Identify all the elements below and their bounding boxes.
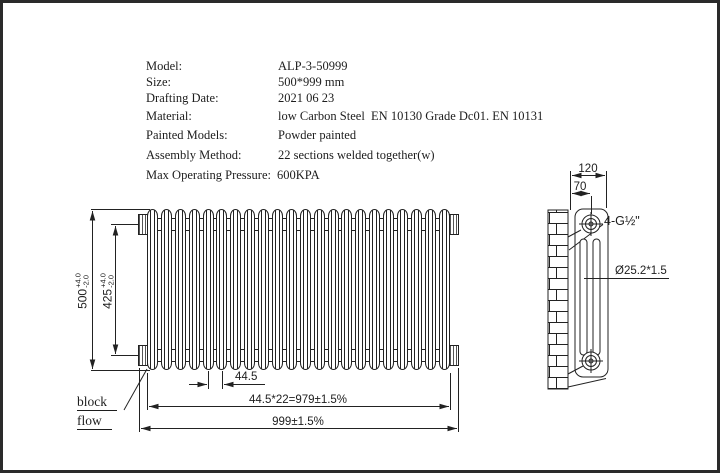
dimension-sections-total: 44.5*22=979±1.5% <box>248 394 348 406</box>
radiator-section <box>202 209 214 370</box>
spec-value: 22 sections welded together(w) <box>278 148 435 162</box>
spec-label: Painted Models: <box>146 128 228 142</box>
spec-label: Assembly Method: <box>146 148 242 162</box>
spec-label: Drafting Date: <box>146 91 219 105</box>
radiator-section <box>188 209 200 370</box>
radiator-section <box>299 209 311 370</box>
spec-value: low Carbon Steel EN 10130 Grade Dc01. EN… <box>278 109 544 123</box>
radiator-sections <box>147 209 450 370</box>
spec-label: Material: <box>146 109 192 123</box>
dimension-section-width: 44.5 <box>235 371 258 383</box>
spec-label: Size: <box>146 75 171 89</box>
connection-plug-top-left <box>138 214 148 235</box>
spec-row-material: Material: low Carbon Steel EN 10130 Grad… <box>146 110 543 123</box>
top-header-tube <box>147 218 450 231</box>
label-tube-spec: Ø25.2*1.5 <box>615 265 667 277</box>
label-connection-thread: 4-G½" <box>604 214 640 228</box>
connection-plug-bottom-right <box>449 345 459 366</box>
dimension-pitch-height: 425 +4.0 -2.0 <box>98 273 116 309</box>
spec-value: 2021 06 23 <box>278 91 335 105</box>
spec-value: 600KPA <box>276 168 320 182</box>
radiator-section <box>410 209 422 370</box>
spec-row-size: Size: 500*999 mm <box>146 76 344 89</box>
radiator-section <box>272 209 284 370</box>
radiator-section <box>369 209 381 370</box>
label-flow: flow <box>77 414 112 430</box>
radiator-section <box>397 209 409 370</box>
radiator-section <box>285 209 297 370</box>
spec-value: Powder painted <box>278 128 357 142</box>
dimension-overall-height: 500 +4.0 -2.0 <box>73 273 91 309</box>
dimension-overall-width: 999±1.5% <box>272 416 324 428</box>
spec-row-painted-models: Painted Models: Powder painted <box>146 129 356 142</box>
radiator-section <box>424 209 436 370</box>
spec-row-drafting-date: Drafting Date: 2021 06 23 <box>146 92 334 105</box>
radiator-section <box>341 209 353 370</box>
spec-label: Max Operating Pressure: <box>146 168 271 182</box>
radiator-section <box>383 209 395 370</box>
spec-label: Model: <box>146 59 183 73</box>
radiator-section <box>160 209 172 370</box>
spec-row-assembly-method: Assembly Method: 22 sections welded toge… <box>146 149 435 162</box>
radiator-section <box>244 209 256 370</box>
bottom-header-tube <box>147 349 450 362</box>
label-block: block <box>77 395 117 411</box>
boss-top <box>579 212 603 236</box>
radiator-section <box>147 209 158 370</box>
radiator-section <box>258 209 270 370</box>
radiator-section <box>313 209 325 370</box>
dimension-wall-to-pipe: 70 <box>573 181 587 193</box>
spec-value: ALP-3-50999 <box>278 59 348 73</box>
tolerance: +4.0 -2.0 <box>73 273 91 288</box>
spec-value: 500*999 mm <box>278 75 345 89</box>
dimension-depth: 120 <box>578 163 598 175</box>
spec-row-max-pressure: Max Operating Pressure: 600KPA <box>146 169 320 182</box>
boss-bottom <box>579 349 603 373</box>
radiator-front-view <box>147 209 450 370</box>
connection-plug-bottom-left <box>138 345 148 366</box>
radiator-section <box>174 209 186 370</box>
connection-plug-top-right <box>449 214 459 235</box>
radiator-section <box>355 209 367 370</box>
radiator-section <box>216 209 228 370</box>
radiator-section <box>327 209 339 370</box>
tolerance: +4.0 -2.0 <box>98 273 116 288</box>
spec-row-model: Model: ALP-3-50999 <box>146 60 347 73</box>
radiator-section <box>230 209 242 370</box>
